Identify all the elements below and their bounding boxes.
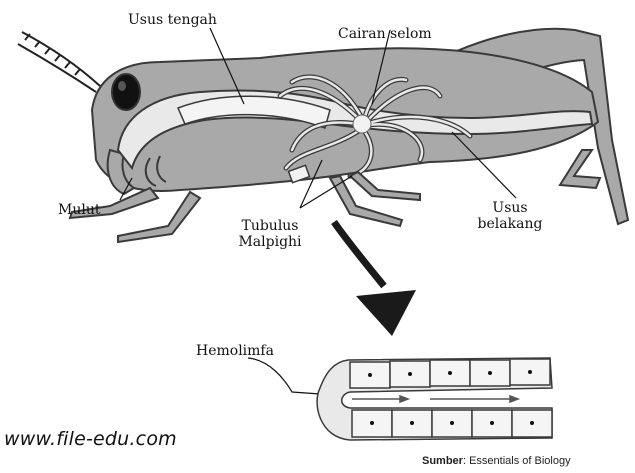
watermark: www.file-edu.com (4, 428, 177, 450)
label-tubules-line1: Tubulus (232, 218, 308, 234)
label-coelom-fluid: Cairan selom (338, 26, 432, 42)
coelom-fluid-spot (353, 115, 371, 133)
source-text: : Essentials of Biology (463, 455, 571, 467)
label-hindgut: Usus belakang (474, 200, 546, 232)
eye (112, 74, 140, 110)
label-hemolymph: Hemolimfa (196, 343, 274, 359)
down-arrow (334, 222, 416, 336)
source-credit: Sumber: Essentials of Biology (422, 455, 571, 467)
label-tubules: Tubulus Malpighi (232, 218, 308, 250)
tubule-detail (317, 358, 552, 440)
label-hindgut-line1: Usus (474, 200, 546, 216)
label-midgut: Usus tengah (128, 12, 217, 28)
label-tubules-line2: Malpighi (232, 234, 308, 250)
source-prefix: Sumber (422, 455, 463, 467)
antennae (18, 32, 100, 92)
label-hindgut-line2: belakang (474, 216, 546, 232)
label-mouth: Mulut (58, 202, 100, 218)
